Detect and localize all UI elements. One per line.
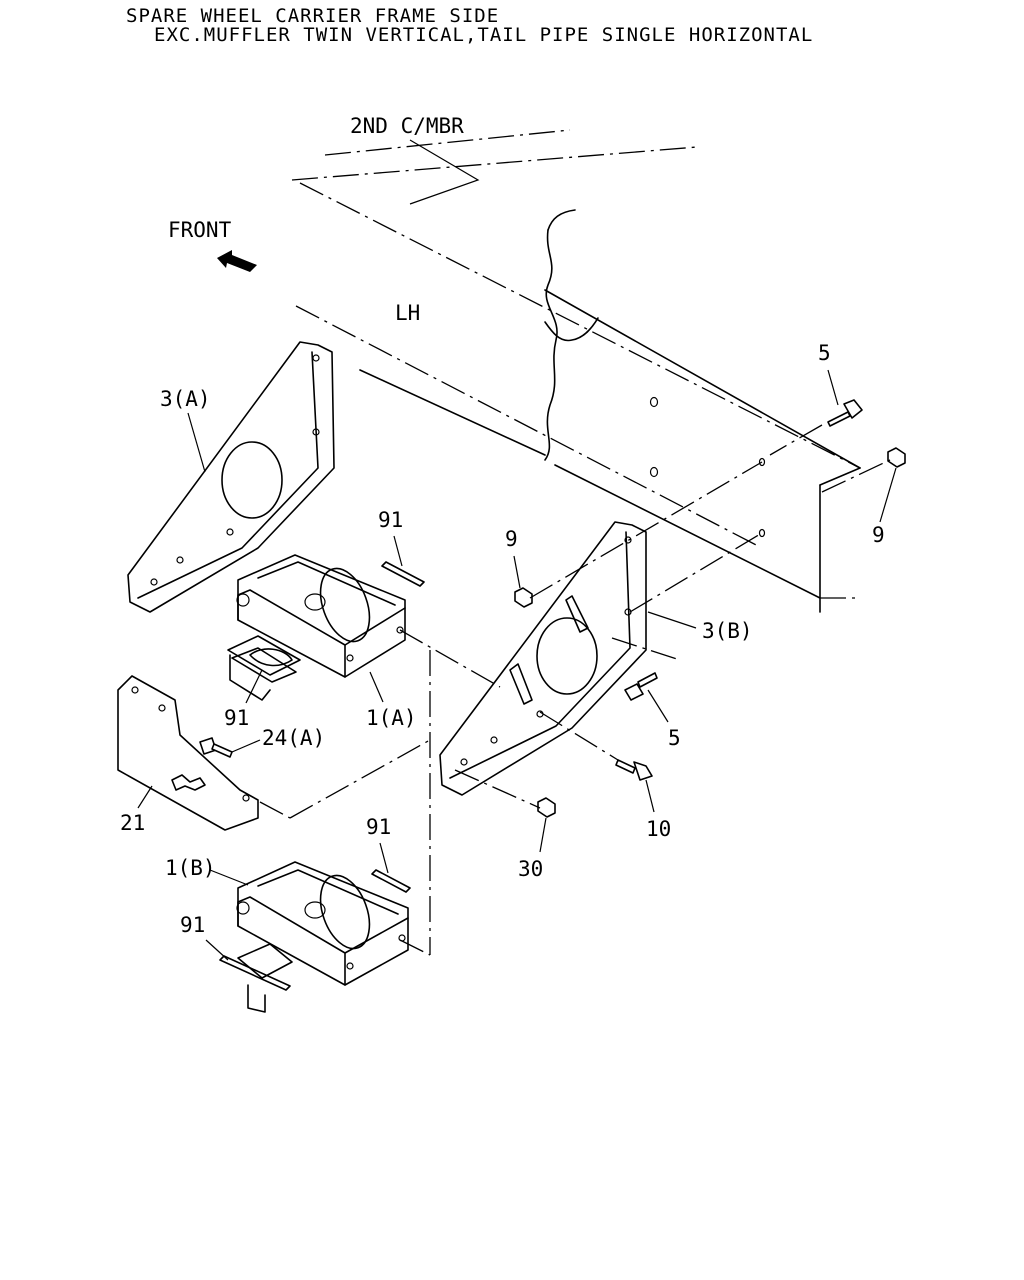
strap-91-mid — [231, 647, 297, 683]
nut-9-mid — [514, 587, 533, 608]
nut-9-mid-label: 9 — [505, 527, 518, 551]
bracket-3a-label: 3(A) — [160, 387, 211, 411]
crossmember-label: 2ND C/MBR — [350, 114, 464, 138]
front-direction-indicator: FRONT — [168, 218, 257, 272]
strap-91-top-label: 91 — [378, 508, 403, 532]
hanger-1b-label: 1(B) — [165, 856, 216, 880]
bracket-3b-label: 3(B) — [702, 619, 753, 643]
frame-side-member — [291, 129, 861, 613]
bolt-10 — [615, 759, 653, 781]
bracket-3a — [127, 341, 335, 613]
strap-91-low-label: 91 — [366, 815, 391, 839]
strap-91-low — [371, 869, 411, 893]
nut-30-label: 30 — [518, 857, 543, 881]
nut-30 — [537, 797, 556, 818]
strap-91-bottom-label: 91 — [180, 913, 205, 937]
bolt-5-top-label: 5 — [818, 341, 831, 365]
bolt-10-label: 10 — [646, 817, 671, 841]
plate-21-label: 21 — [120, 811, 145, 835]
plate-21 — [117, 675, 259, 831]
hanger-1a — [227, 554, 406, 701]
diagram-subtitle: EXC.MUFFLER TWIN VERTICAL,TAIL PIPE SING… — [154, 24, 814, 46]
front-label: FRONT — [168, 218, 232, 242]
bolt-5-mid-label: 5 — [668, 726, 681, 750]
strap-91-mid-label: 91 — [224, 706, 249, 730]
bolt-5-mid — [624, 672, 658, 701]
nut-9-right-label: 9 — [872, 523, 885, 547]
side-lh-label: LH — [395, 301, 420, 325]
hanger-1a-label: 1(A) — [366, 706, 417, 730]
hanger-1b — [236, 861, 409, 1013]
crossmember-callout: 2ND C/MBR — [350, 114, 480, 205]
front-arrow-icon — [217, 250, 257, 272]
diagram-title: SPARE WHEEL CARRIER FRAME SIDE — [126, 5, 500, 27]
strap-91-top — [381, 561, 425, 587]
strap-91-bottom — [219, 955, 291, 991]
bolt-24a — [199, 737, 233, 758]
assembly-centerlines — [259, 424, 891, 956]
bracket-3b — [439, 521, 647, 796]
nut-9-right — [887, 447, 906, 468]
bolt-24a-label: 24(A) — [262, 726, 325, 750]
bolt-5-top — [827, 399, 863, 427]
